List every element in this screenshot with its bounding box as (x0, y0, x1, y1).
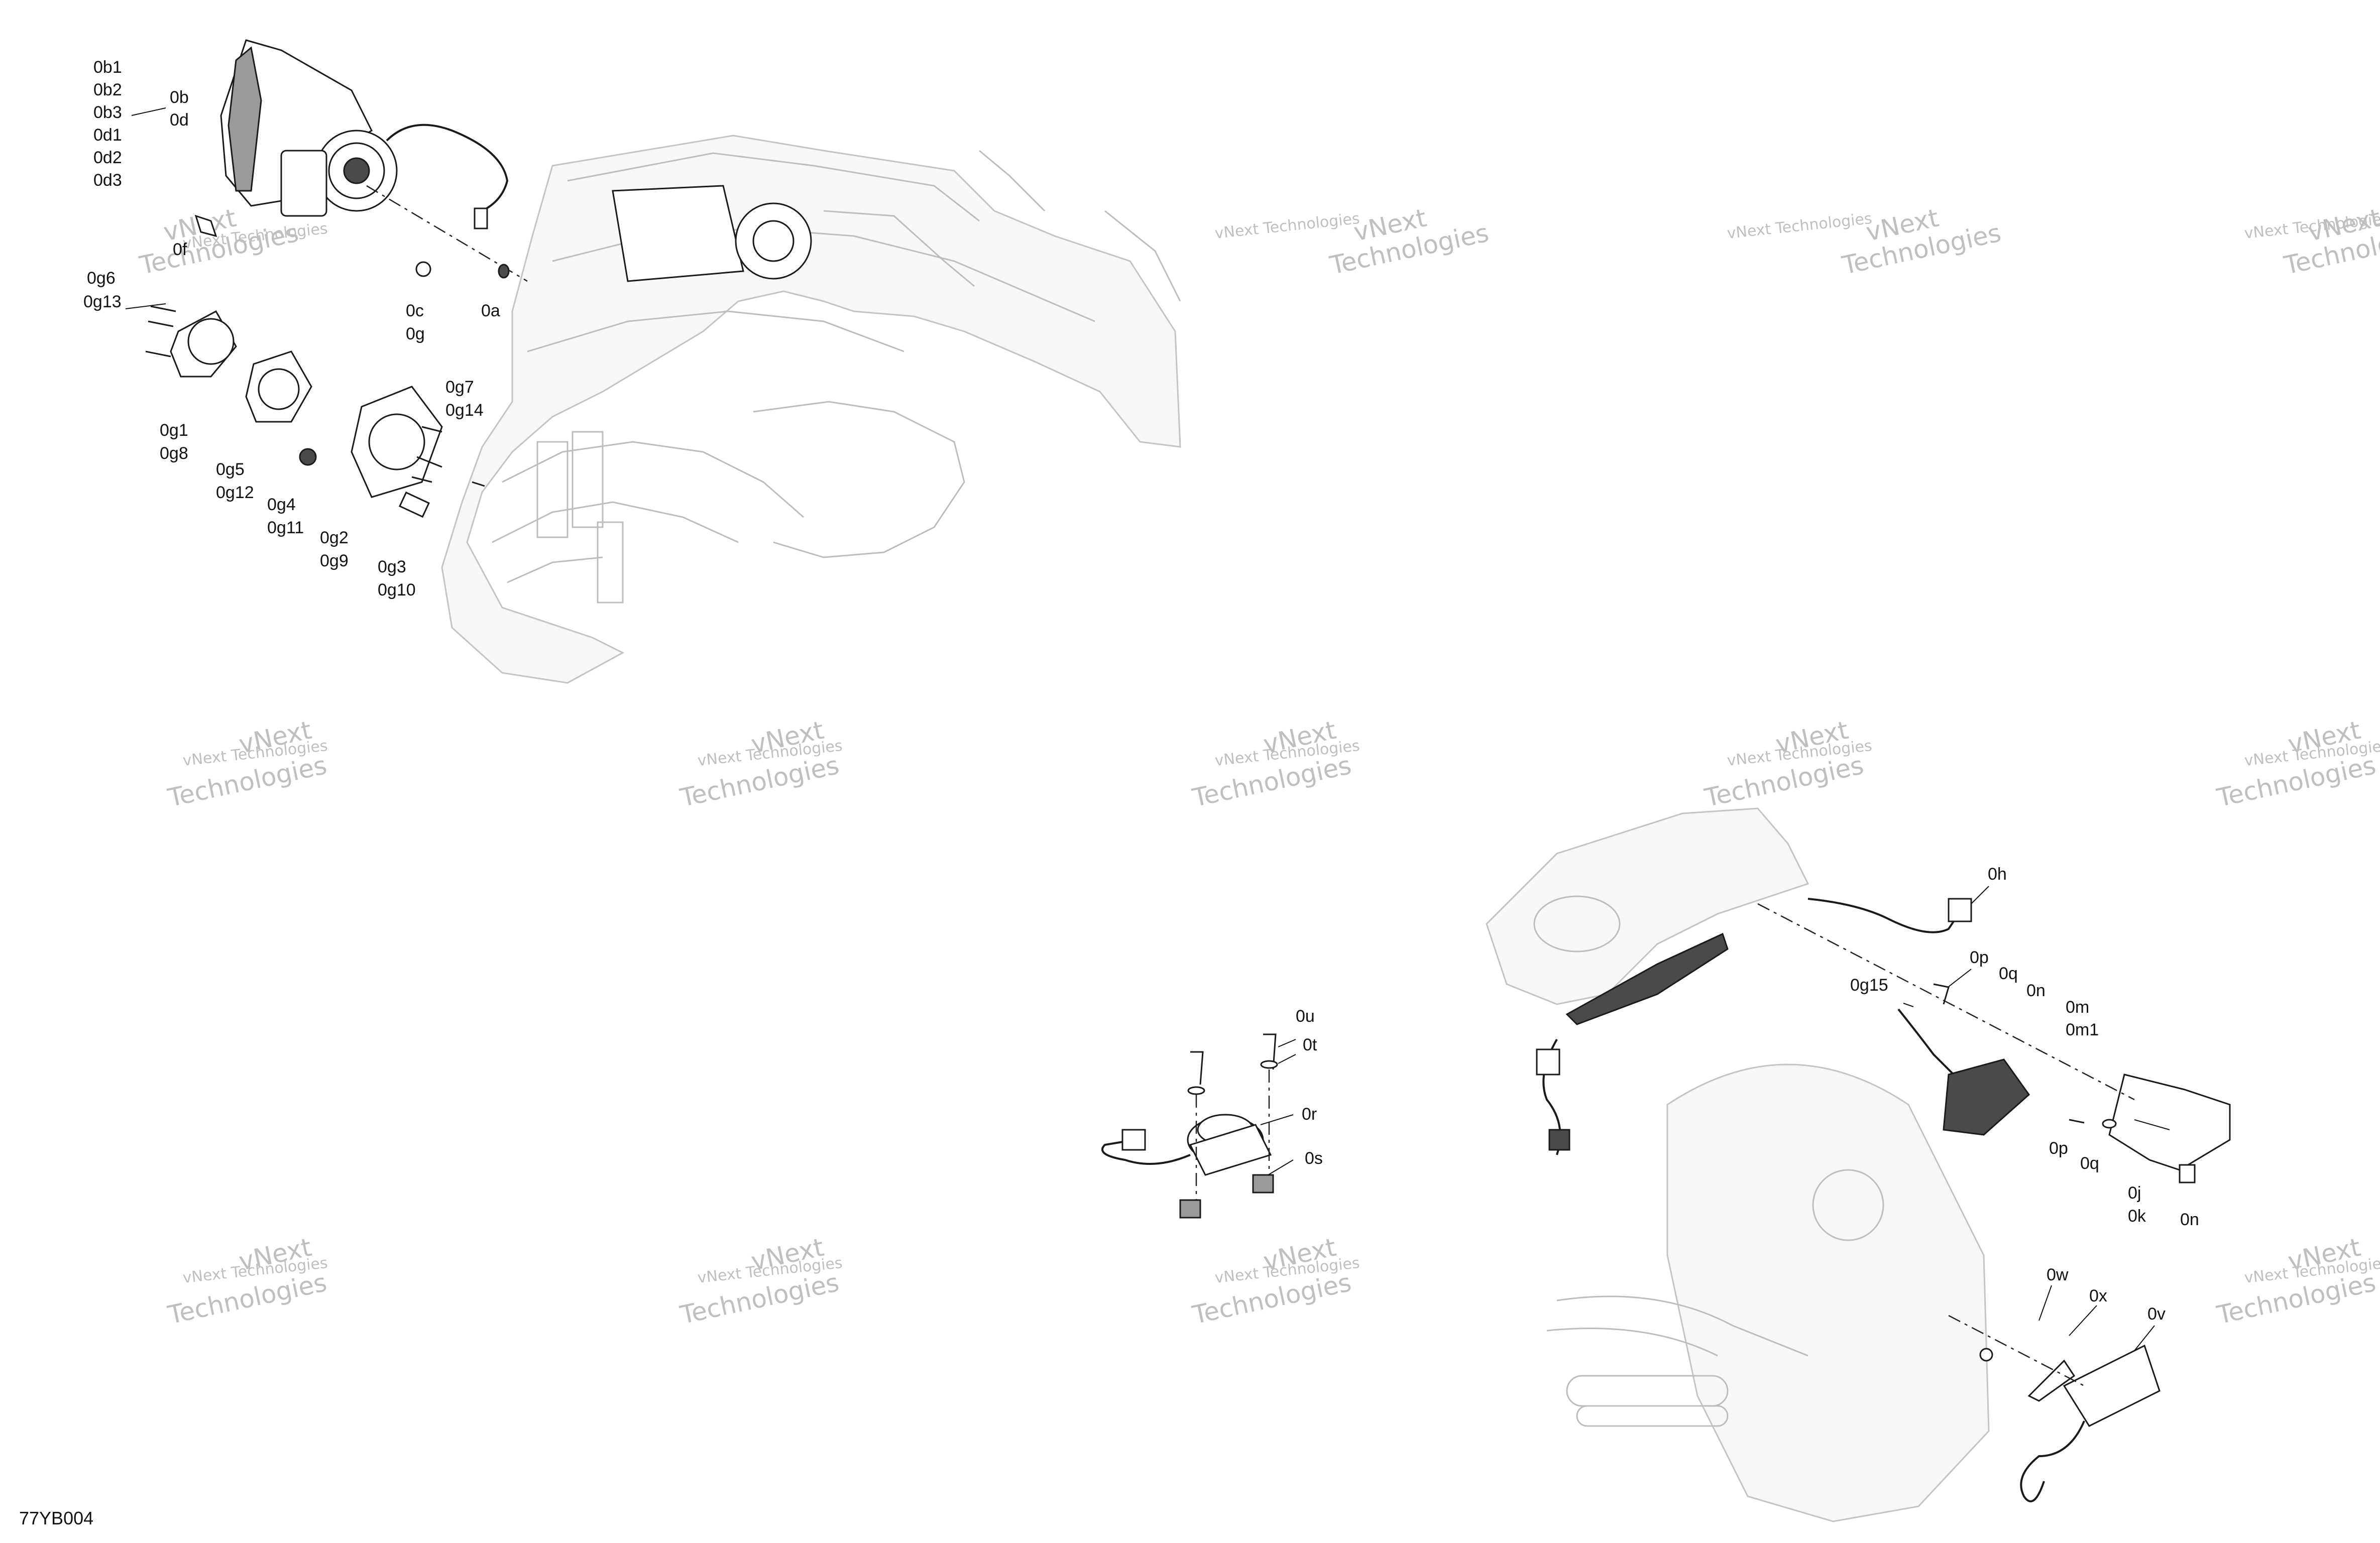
horn-assembly (1101, 1033, 1278, 1219)
watermark-caption: vNext Technologies (1726, 210, 1873, 243)
leader-lines (125, 107, 2170, 1351)
callout-0q-top: 0q (1999, 964, 2018, 983)
callout-0a: 0a (481, 301, 500, 320)
callout-0c: 0c (406, 301, 424, 320)
callout-0g5: 0g5 (216, 460, 245, 479)
callout-0g: 0g (406, 324, 425, 343)
callout-0n-top: 0n (2026, 981, 2046, 1000)
callout-0j: 0j (2128, 1183, 2141, 1203)
callout-0q-bottom: 0q (2080, 1154, 2099, 1173)
watermark: vNext Technologies (1839, 203, 2003, 281)
assembly-axis-line (366, 185, 528, 282)
headlamp-assembly (220, 39, 509, 229)
callout-0w: 0w (2047, 1265, 2069, 1284)
callout-0g1: 0g1 (160, 421, 188, 440)
callout-0h: 0h (1988, 865, 2007, 884)
callout-0g10: 0g10 (378, 580, 416, 600)
callout-0b2: 0b2 (93, 80, 122, 99)
callout-0b3: 0b3 (93, 103, 122, 122)
callout-0n-bottom: 0n (2180, 1210, 2199, 1229)
front-frame-illustration (441, 135, 1181, 684)
callout-0u: 0u (1296, 1007, 1315, 1026)
rear-frame-illustration (1486, 807, 1990, 1522)
callout-0g8: 0g8 (160, 444, 188, 463)
callout-0m: 0m (2066, 998, 2089, 1017)
callout-0s: 0s (1305, 1149, 1323, 1168)
callout-0g6: 0g6 (87, 269, 116, 288)
callout-0t: 0t (1303, 1035, 1317, 1054)
callout-0g12: 0g12 (216, 483, 254, 502)
callout-0v: 0v (2147, 1304, 2166, 1324)
small-hardware-top (194, 214, 510, 279)
watermark: vNext Technologies (1327, 203, 1491, 281)
aux-lamp-group (145, 305, 485, 518)
callout-0f: 0f (173, 240, 187, 259)
taillight-axis-line (1757, 903, 2135, 1101)
callout-0g11: 0g11 (267, 518, 304, 537)
callout-0p-bottom: 0p (2049, 1139, 2068, 1158)
license-plate-light (1979, 1344, 2161, 1502)
callout-0p-top: 0p (1970, 948, 1989, 967)
callout-0d: 0d (170, 110, 189, 130)
callout-0r: 0r (1302, 1105, 1317, 1124)
callout-0d1: 0d1 (93, 126, 122, 145)
callout-0g9: 0g9 (320, 551, 349, 570)
callout-0g7: 0g7 (445, 378, 474, 397)
taillight-assembly (1933, 983, 2231, 1183)
callout-0d2: 0d2 (93, 148, 122, 167)
callout-0g14: 0g14 (445, 401, 484, 420)
callout-0d3: 0d3 (93, 171, 122, 190)
callout-labels: 0b1 0b2 0b3 0d1 0d2 0d3 0b 0d 0f 0c 0g 0… (83, 58, 2199, 1324)
callout-0g4: 0g4 (267, 495, 296, 514)
drawing-reference: 77YB004 (19, 1508, 93, 1528)
watermark-caption: vNext Technologies (1214, 210, 1361, 243)
callout-0g2: 0g2 (320, 528, 349, 547)
callout-0g3: 0g3 (378, 557, 406, 576)
callout-0b: 0b (170, 88, 189, 107)
callout-0m1: 0m1 (2066, 1020, 2099, 1039)
rear-wiring-harness (1536, 898, 1972, 1155)
callout-0g13: 0g13 (83, 292, 122, 311)
callout-0g15: 0g15 (1850, 976, 1888, 995)
callout-0x: 0x (2089, 1286, 2107, 1305)
callout-0b1: 0b1 (93, 58, 122, 77)
callout-0k: 0k (2128, 1207, 2146, 1226)
